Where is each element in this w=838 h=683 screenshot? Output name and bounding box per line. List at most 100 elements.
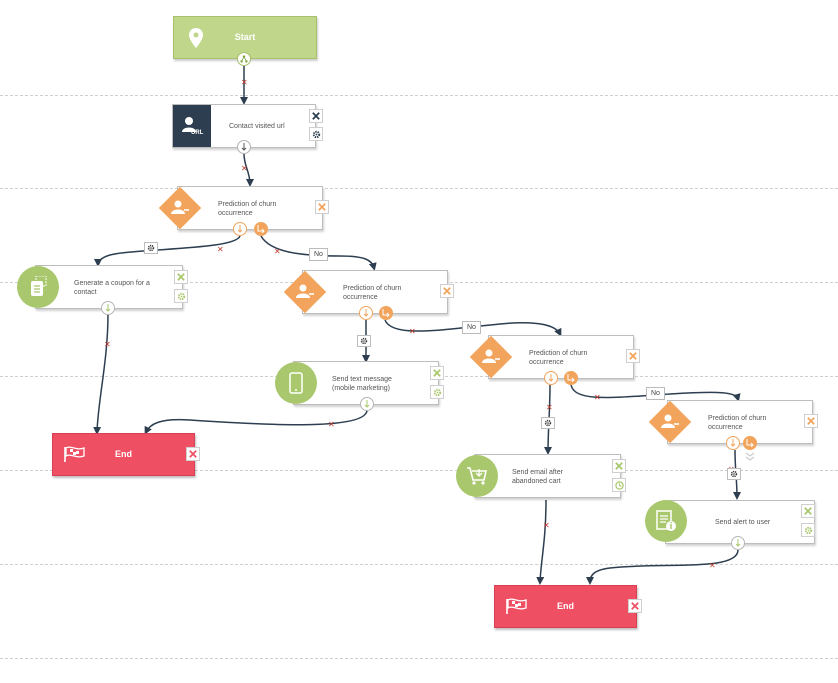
coupon-icon — [31, 276, 47, 296]
action-icon-circle — [275, 362, 317, 404]
output-port-no[interactable] — [743, 436, 757, 450]
action-icon-circle — [456, 455, 498, 497]
timer-node-button[interactable] — [612, 478, 626, 492]
disconnect-link-icon[interactable]: ✕ — [217, 245, 224, 254]
output-port-no[interactable] — [564, 371, 578, 385]
finish-flag-icon — [506, 598, 527, 614]
disconnect-link-icon[interactable]: ✕ — [328, 420, 335, 429]
link-settings-button[interactable] — [144, 242, 158, 254]
delete-node-button[interactable] — [315, 200, 329, 214]
disconnect-link-icon[interactable]: ✕ — [104, 340, 111, 349]
output-port-yes[interactable] — [726, 436, 740, 450]
output-port-no[interactable] — [254, 222, 268, 236]
disconnect-link-icon[interactable]: ✕ — [709, 561, 716, 570]
settings-node-button[interactable] — [430, 385, 444, 399]
delete-node-button[interactable] — [612, 459, 626, 473]
user-url-icon — [182, 117, 196, 132]
link-settings-button[interactable] — [357, 335, 371, 347]
lane-divider — [0, 564, 838, 565]
clock-icon — [614, 480, 624, 490]
user-minus-icon — [296, 284, 314, 298]
gear-icon — [544, 419, 552, 427]
output-port[interactable] — [101, 301, 115, 315]
lane-divider — [0, 658, 838, 659]
delete-node-button[interactable] — [430, 366, 444, 380]
end-label: End — [115, 449, 132, 459]
close-icon — [631, 602, 639, 610]
disconnect-link-icon[interactable]: ✕ — [241, 78, 248, 87]
arrow-turn-icon — [746, 439, 754, 447]
output-port[interactable] — [360, 397, 374, 411]
delete-node-button[interactable] — [186, 447, 200, 461]
arrow-down-icon — [237, 225, 243, 233]
start-label: Start — [234, 32, 256, 42]
output-port-yes[interactable] — [233, 222, 247, 236]
end-label: End — [557, 601, 574, 611]
condition-node-churn-prediction[interactable]: Prediction of churn occurrence — [667, 400, 813, 444]
gear-icon — [730, 470, 738, 478]
link-email-to-end2 — [536, 499, 547, 585]
finish-flag-icon — [64, 446, 85, 462]
delete-node-button[interactable] — [628, 599, 642, 613]
link-coupon-to-end1 — [93, 313, 109, 435]
user-minus-icon — [482, 349, 500, 363]
gear-icon — [177, 292, 185, 300]
gear-icon — [804, 526, 812, 534]
delete-node-button[interactable] — [801, 504, 815, 518]
node-label: Prediction of churn occurrence — [708, 415, 767, 431]
branch-label-no: No — [462, 321, 481, 334]
output-port[interactable] — [237, 140, 251, 154]
disconnect-link-icon[interactable]: ✕ — [543, 521, 550, 530]
action-icon-circle — [645, 500, 687, 542]
disconnect-link-icon[interactable]: ✕ — [594, 393, 601, 402]
arrow-down-icon — [735, 539, 741, 547]
delete-node-button[interactable] — [174, 270, 188, 284]
end-node[interactable]: End — [52, 433, 195, 476]
close-icon — [804, 507, 812, 515]
trigger-icon-block: URL — [173, 105, 211, 147]
node-label: Contact visited url — [229, 123, 285, 130]
link-settings-button[interactable] — [541, 417, 555, 429]
gear-icon — [312, 130, 320, 138]
arrow-down-icon — [363, 309, 369, 317]
user-minus-icon — [661, 414, 679, 428]
end-node[interactable]: End — [494, 585, 637, 628]
node-label: Send text message (mobile marketing) — [332, 376, 392, 392]
delete-node-button[interactable] — [626, 349, 640, 363]
output-port-yes[interactable] — [359, 306, 373, 320]
user-minus-icon — [171, 200, 189, 214]
arrow-down-icon — [364, 400, 370, 408]
chevron-down-icon — [745, 452, 755, 461]
output-port[interactable] — [731, 536, 745, 550]
node-label: Send email after abandoned cart — [512, 469, 563, 485]
output-port-no[interactable] — [379, 306, 393, 320]
arrow-down-icon — [548, 374, 554, 382]
settings-node-button[interactable] — [309, 127, 323, 141]
close-icon — [443, 287, 451, 295]
gear-icon — [147, 244, 155, 252]
start-output-port[interactable] — [237, 52, 251, 66]
settings-node-button[interactable] — [174, 289, 188, 303]
disconnect-link-icon[interactable]: ✕ — [546, 403, 553, 412]
arrow-turn-icon — [382, 309, 390, 317]
action-node-send-email[interactable]: Send email after abandoned cart — [474, 454, 621, 498]
arrow-down-icon — [730, 439, 736, 447]
disconnect-link-icon[interactable]: ✕ — [409, 327, 416, 336]
gear-icon — [433, 388, 441, 396]
delete-node-button[interactable] — [804, 414, 818, 428]
disconnect-link-icon[interactable]: ✕ — [274, 247, 281, 256]
disconnect-link-icon[interactable]: ✕ — [241, 164, 248, 173]
arrow-down-icon — [105, 304, 111, 312]
node-label: Prediction of churn occurrence — [529, 350, 588, 366]
delete-node-button[interactable] — [309, 109, 323, 123]
delete-node-button[interactable] — [440, 284, 454, 298]
link-settings-button[interactable] — [727, 468, 741, 480]
output-port-yes[interactable] — [544, 371, 558, 385]
start-node[interactable]: Start — [173, 16, 317, 59]
close-icon — [318, 203, 326, 211]
node-label: Send alert to user — [715, 519, 771, 526]
lane-divider — [0, 95, 838, 96]
settings-node-button[interactable] — [801, 523, 815, 537]
branch-label-no: No — [646, 387, 665, 400]
